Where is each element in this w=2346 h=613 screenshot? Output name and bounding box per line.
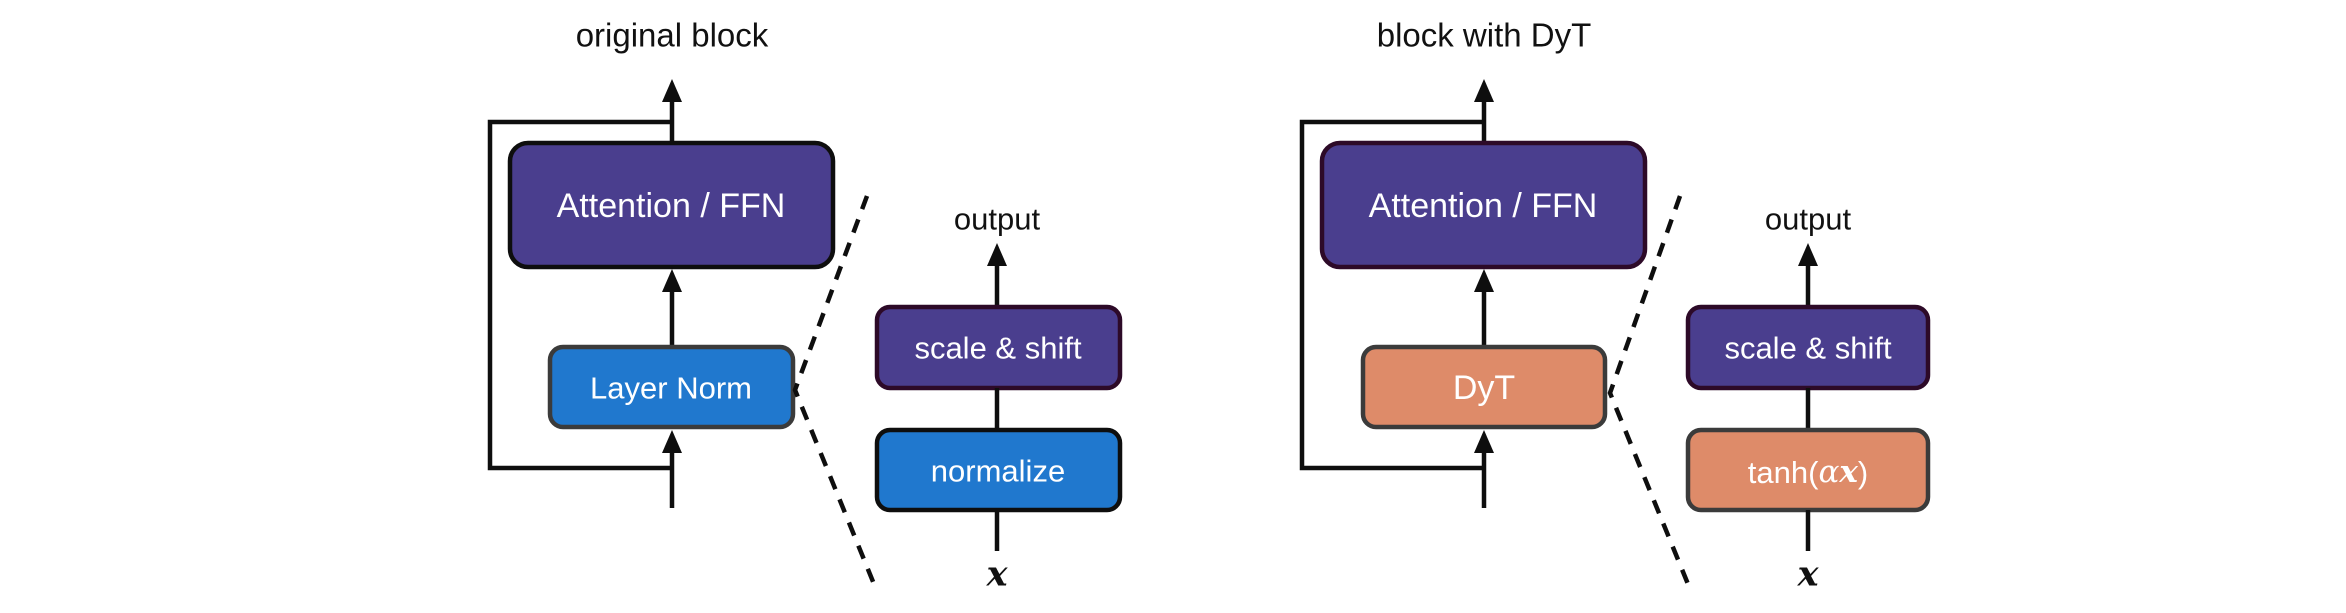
left-attention-ffn-box bbox=[507, 140, 836, 270]
tanh-suffix-text: ) bbox=[1858, 455, 1868, 490]
left-input-arrow-head bbox=[662, 430, 682, 453]
right-residual-connection-line bbox=[1299, 119, 1484, 471]
tanh-prefix-text: tanh( bbox=[1748, 455, 1819, 490]
right-attention-ffn-label: Attention / FFN bbox=[1369, 187, 1598, 225]
right-dyt-box bbox=[1360, 344, 1608, 430]
right-zoom-dashed-line bbox=[1607, 195, 1693, 590]
right-dyt-label: DyT bbox=[1453, 369, 1515, 407]
left-zoom-normalize-label: normalize bbox=[931, 454, 1065, 489]
right-zoom-output-label: output bbox=[1765, 202, 1852, 237]
right-zoom-output-arrow-head bbox=[1798, 243, 1818, 266]
left-attention-ffn-label: Attention / FFN bbox=[557, 187, 786, 225]
right-zoom-input-variable: x bbox=[1797, 554, 1820, 595]
tanh-x-variable: x bbox=[1838, 454, 1858, 490]
right-input-arrow-head bbox=[1474, 430, 1494, 453]
left-layer-norm-box bbox=[547, 344, 796, 430]
left-output-arrow-head bbox=[662, 79, 682, 102]
right-attention-ffn-box bbox=[1319, 140, 1648, 270]
left-zoom-output-arrow-head bbox=[987, 243, 1007, 266]
left-zoom-scale-shift-label: scale & shift bbox=[914, 331, 1082, 366]
left-zoom-input-variable: x bbox=[986, 554, 1009, 595]
right-zoom-tanh-label: tanh(αx) bbox=[1748, 454, 1868, 490]
tanh-alpha-symbol: α bbox=[1818, 454, 1839, 490]
left-zoom-output-label: output bbox=[954, 202, 1041, 237]
left-zoom-dashed-line bbox=[792, 195, 879, 590]
right-zoom-scale-shift-label: scale & shift bbox=[1724, 331, 1892, 366]
left-mid-arrow-head bbox=[662, 269, 682, 292]
left-block-title: original block bbox=[576, 17, 769, 54]
right-output-arrow-head bbox=[1474, 79, 1494, 102]
right-block-title: block with DyT bbox=[1377, 17, 1592, 54]
left-layer-norm-label: Layer Norm bbox=[590, 371, 752, 406]
right-mid-arrow-head bbox=[1474, 269, 1494, 292]
left-residual-connection-line bbox=[487, 119, 672, 471]
